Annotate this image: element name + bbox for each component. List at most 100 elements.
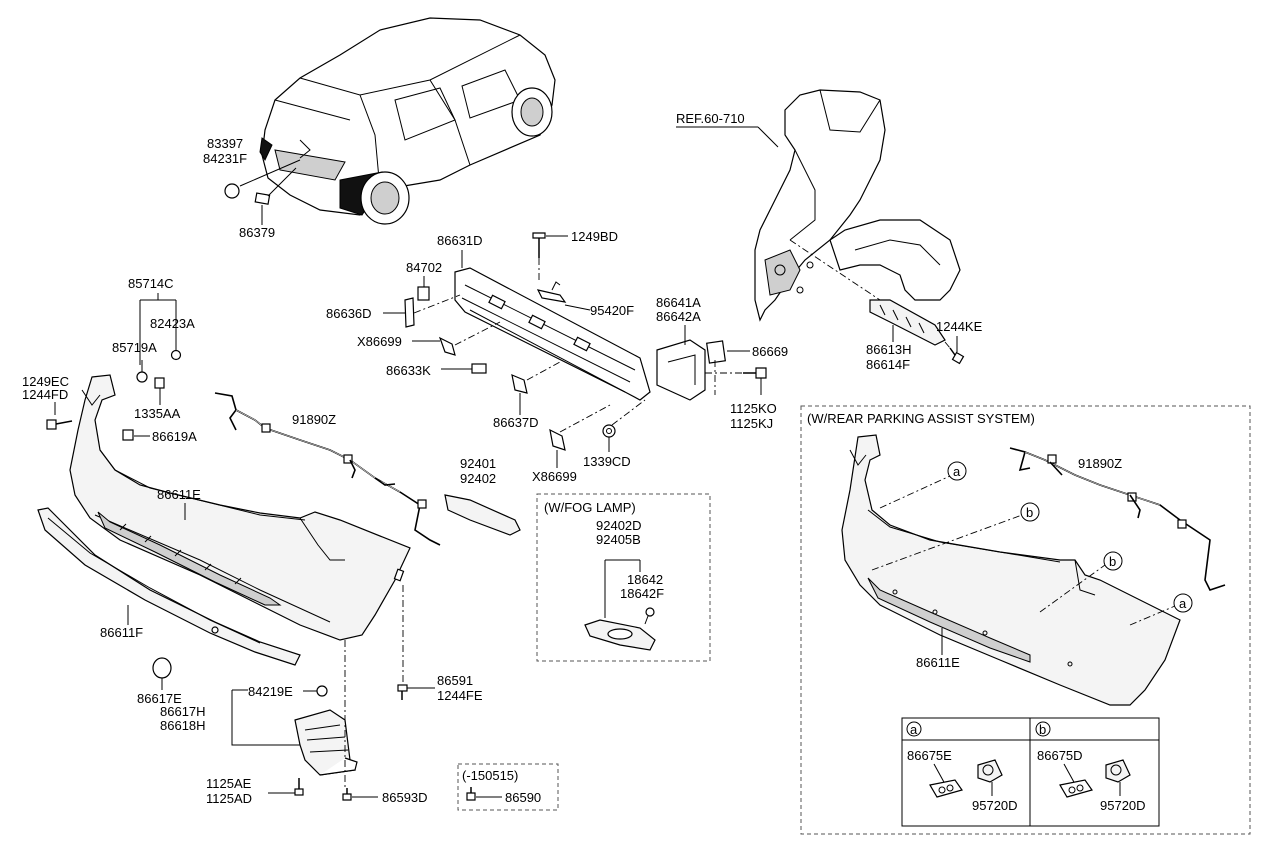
callout-marker-a-1: a	[947, 461, 967, 481]
cap-84219E	[316, 685, 328, 697]
callout-marker-a-2: a	[1173, 593, 1193, 613]
part-label-1249BD: 1249BD	[571, 229, 618, 244]
ref-label-60-710: REF.60-710	[676, 111, 745, 126]
part-label-86637D: 86637D	[493, 415, 539, 430]
screw-1249EC	[46, 419, 73, 430]
part-label-86633K: 86633K	[386, 363, 431, 378]
callout-marker-b-2: b	[1103, 551, 1123, 571]
svg-text:a: a	[1179, 596, 1187, 611]
svg-text:a: a	[953, 464, 961, 479]
sensor-95720D-a	[977, 759, 1003, 783]
part-label-91890Z-main: 91890Z	[292, 412, 336, 427]
wiring-harness-main	[214, 392, 441, 546]
part-label-83397: 83397	[207, 136, 243, 151]
part-label-86675D: 86675D	[1037, 748, 1083, 763]
part-label-86641A: 86641A	[656, 295, 701, 310]
part-label-95420F: 95420F	[590, 303, 634, 318]
part-label-84702: 84702	[406, 260, 442, 275]
part-label-86617H: 86617H	[160, 704, 206, 719]
part-label-86675E: 86675E	[907, 748, 952, 763]
part-label-1339CD: 1339CD	[583, 454, 631, 469]
nut-1339CD	[602, 424, 616, 438]
part-label-1335AA: 1335AA	[134, 406, 181, 421]
part-label-92401: 92401	[460, 456, 496, 471]
part-label-86614F: 86614F	[866, 357, 910, 372]
part-label-92405B: 92405B	[596, 532, 641, 547]
wiring-harness-rpas	[1009, 447, 1226, 591]
part-label-86591: 86591	[437, 673, 473, 688]
callout-marker-b-1: b	[1020, 502, 1040, 522]
bracket-86613H	[869, 299, 946, 346]
rpas-box	[800, 405, 1251, 835]
part-label-95720D-b: 95720D	[1100, 798, 1146, 813]
part-label-1125AD: 1125AD	[206, 791, 252, 806]
bracket-86637D	[511, 374, 528, 394]
bumper-beam	[454, 267, 706, 401]
screw-86593D	[342, 788, 352, 801]
pad-86669	[706, 340, 726, 364]
bolt-1249BD	[532, 232, 546, 258]
bracket-95420F	[536, 289, 567, 303]
bracket-X86699-lower	[549, 428, 566, 451]
bolt-1125KO	[743, 367, 767, 379]
fog-lamp-title: (W/FOG LAMP)	[544, 500, 636, 515]
part-label-1249EC: 1249EC	[22, 374, 69, 389]
part-label-86379: 86379	[239, 225, 275, 240]
part-label-1125KO: 1125KO	[730, 401, 777, 416]
part-label-1244FD: 1244FD	[22, 387, 68, 402]
part-label-84231F: 84231F	[203, 151, 247, 166]
clip-86619A	[122, 429, 134, 441]
table-header-a: a	[910, 722, 918, 737]
part-label-86611F: 86611F	[100, 625, 143, 640]
part-label-86636D: 86636D	[326, 306, 372, 321]
part-label-86642A: 86642A	[656, 309, 701, 324]
lower-trim-86611F	[37, 507, 301, 666]
part-label-91890Z-rpas: 91890Z	[1078, 456, 1122, 471]
clip-85719A	[136, 371, 148, 383]
bracket-X86699-upper	[438, 336, 456, 356]
part-label-150515: (-150515)	[462, 768, 518, 783]
bolt-1244KE	[949, 347, 965, 365]
part-label-86593D: 86593D	[382, 790, 428, 805]
part-label-85719A: 85719A	[112, 340, 157, 355]
variant-box-150515	[457, 763, 559, 811]
part-label-84219E: 84219E	[248, 684, 293, 699]
under-cover-86617H	[294, 709, 358, 776]
screw-86590	[466, 787, 476, 801]
cap-86617E	[152, 657, 172, 679]
part-label-82423A: 82423A	[150, 316, 195, 331]
bolt-86591	[397, 684, 408, 700]
part-label-86619A: 86619A	[152, 429, 197, 444]
bolt-1125AE	[294, 778, 304, 796]
part-label-92402: 92402	[460, 471, 496, 486]
reflector-92401	[444, 494, 521, 536]
part-label-86631D: 86631D	[437, 233, 483, 248]
body-panel-ref	[754, 89, 961, 322]
sensor-table: a b 86675E 95720D 86675D 95720D	[901, 717, 1160, 827]
bumper-cover-rpas	[841, 434, 1181, 706]
part-label-86611E-main: 86611E	[157, 487, 201, 502]
part-label-86611E-rpas: 86611E	[916, 655, 960, 670]
clip-82423A	[170, 349, 182, 361]
fog-lamp-bulb	[644, 607, 655, 625]
vehicle-illustration	[224, 17, 556, 225]
table-header-b: b	[1039, 722, 1046, 737]
part-label-1125AE: 1125AE	[206, 776, 252, 791]
part-label-1244KE: 1244KE	[936, 319, 983, 334]
part-label-1125KJ: 1125KJ	[730, 416, 773, 431]
svg-text:b: b	[1026, 505, 1033, 520]
pad-86633K	[471, 363, 487, 374]
part-label-86618H: 86618H	[160, 718, 206, 733]
sensor-holder-86675E	[929, 779, 963, 798]
clip-84702	[417, 286, 430, 301]
sensor-holder-86675D	[1059, 779, 1093, 798]
part-label-86617E: 86617E	[137, 691, 182, 706]
fog-lamp-box	[536, 493, 711, 662]
svg-text:b: b	[1109, 554, 1116, 569]
part-label-18642F: 18642F	[620, 586, 664, 601]
part-label-86669: 86669	[752, 344, 788, 359]
part-label-85714C: 85714C	[128, 276, 174, 291]
rpas-title: (W/REAR PARKING ASSIST SYSTEM)	[807, 411, 1035, 426]
part-label-86590: 86590	[505, 790, 541, 805]
